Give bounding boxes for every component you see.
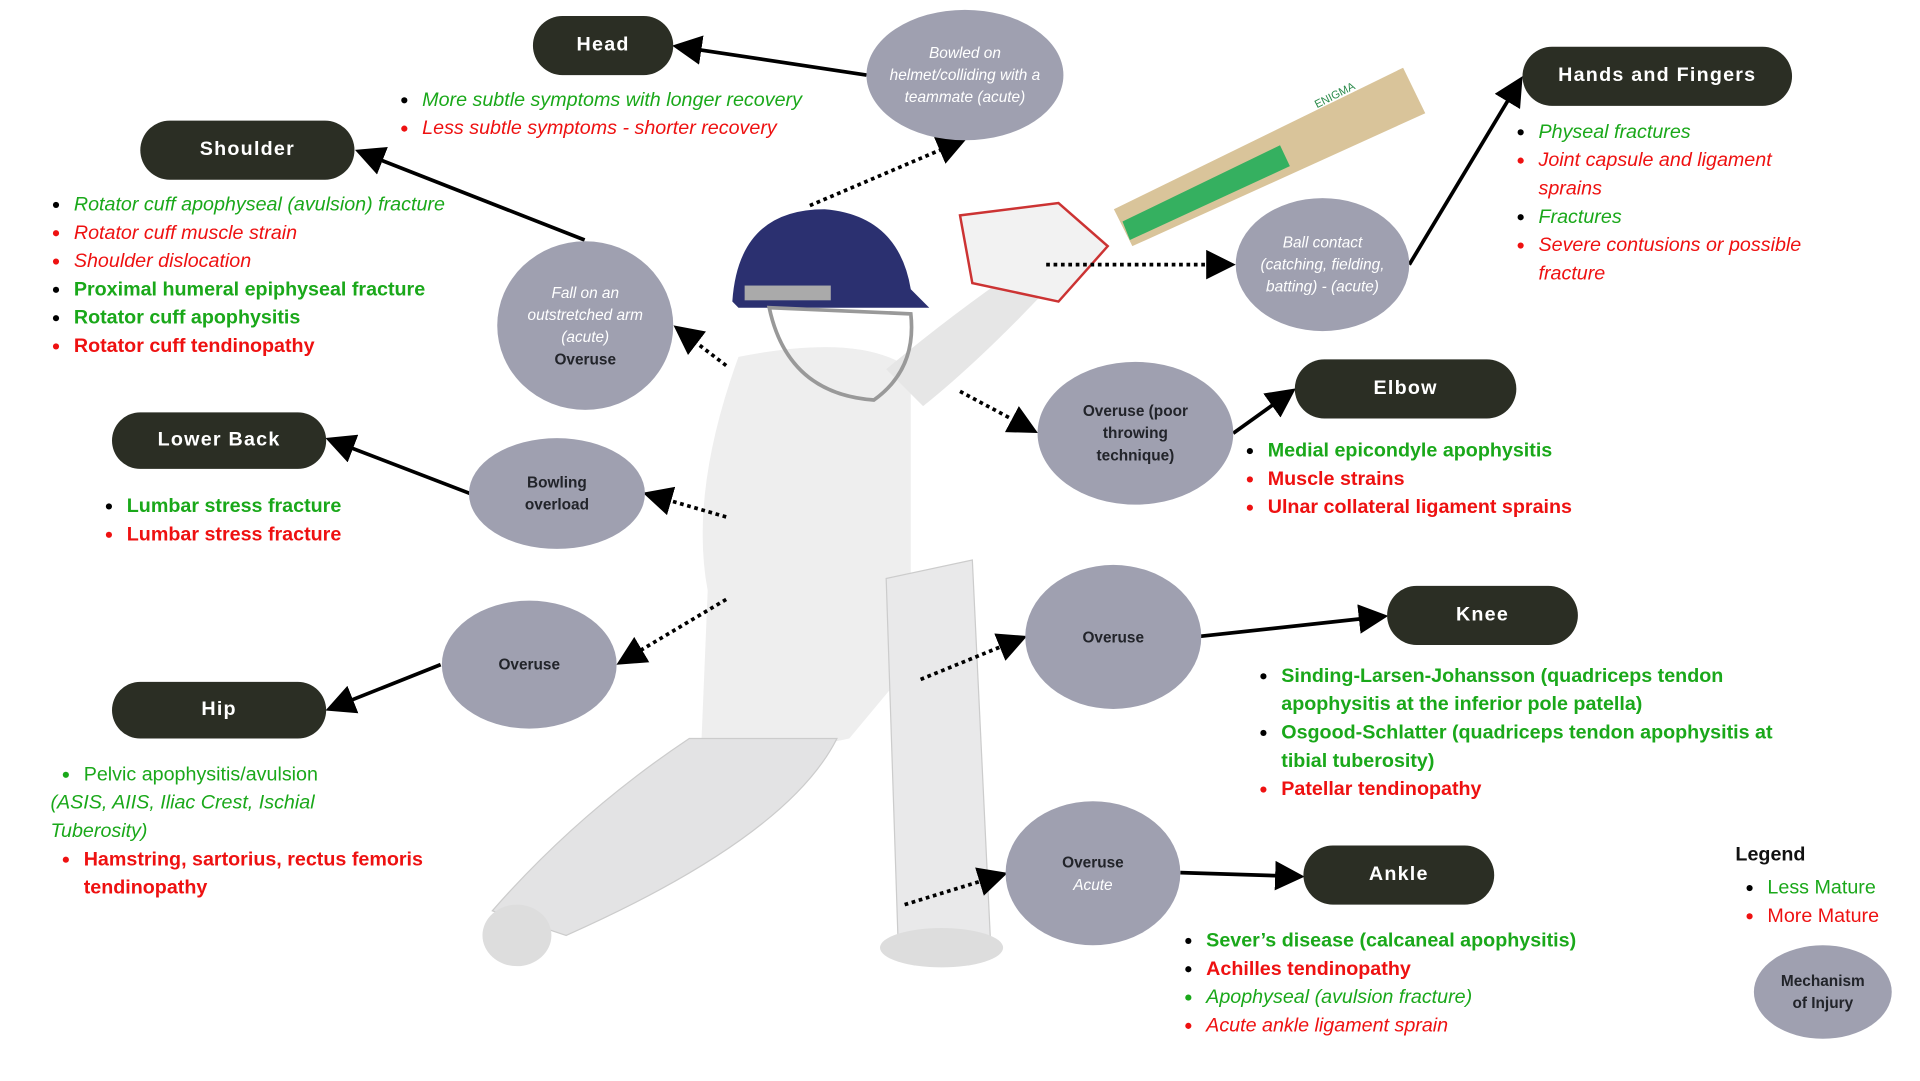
injury-item: Osgood-Schlatter (quadriceps tendon apop… [1259, 719, 1788, 776]
injury-item: Rotator cuff muscle strain [52, 219, 458, 247]
hip-note: (ASIS, AIIS, Iliac Crest, Ischial Tubero… [50, 792, 315, 842]
mechanism-text: Overuse (poor throwing technique) [1082, 402, 1188, 465]
legend-less-mature: Less Mature [1745, 874, 1917, 902]
injury-item: Sever’s disease (calcaneal apophysitis) [1184, 927, 1627, 955]
injury-item: Lumbar stress fracture [105, 521, 425, 549]
ankle-injury-list: Sever’s disease (calcaneal apophysitis)A… [1184, 927, 1627, 1040]
injury-item: Rotator cuff apophysitis [52, 304, 458, 332]
mechanism-elbow: Overuse (poor throwing technique) [1037, 361, 1234, 505]
injury-item: Fractures [1516, 203, 1824, 231]
legend-title: Legend [1735, 844, 1806, 866]
batsman-illustration: ENIGMA [482, 67, 1426, 968]
mechanism-text: Bowled on helmet/colliding with a teamma… [889, 44, 1041, 106]
mechanism-knee: Overuse [1025, 564, 1202, 709]
mechanism-text: Ball contact (catching, fielding, battin… [1260, 233, 1385, 296]
mechanism-text: Overuse [1082, 628, 1145, 646]
region-knee: Knee [1387, 585, 1578, 645]
legend: Less Mature More Mature [1745, 874, 1917, 931]
mechanism-text: Overuse [498, 656, 561, 674]
region-lower-back: Lower Back [112, 412, 327, 469]
injury-item: Pelvic apophysitis/avulsion [62, 761, 431, 789]
region-elbow: Elbow [1294, 359, 1517, 419]
mechanism-hands: Ball contact (catching, fielding, battin… [1235, 198, 1410, 332]
mechanism-text: Acute [1073, 875, 1113, 893]
injury-item: Muscle strains [1246, 465, 1640, 493]
knee-injury-list: Sinding-Larsen-Johansson (quadriceps ten… [1259, 662, 1788, 804]
injury-item: Ulnar collateral ligament sprains [1246, 494, 1640, 522]
region-hip: Hip [112, 681, 327, 739]
injury-item: Severe contusions or possible fracture [1516, 231, 1824, 288]
legend-mechanism-label: Mechanism of Injury [1780, 972, 1865, 1012]
head-injury-list: More subtle symptoms with longer recover… [400, 86, 892, 143]
shoulder-injury-list: Rotator cuff apophyseal (avulsion) fract… [52, 191, 458, 361]
hip-injury-list-2: Hamstring, sartorius, rectus femoris ten… [62, 846, 444, 903]
injury-item: Sinding-Larsen-Johansson (quadriceps ten… [1259, 662, 1788, 719]
injury-item: Rotator cuff apophyseal (avulsion) fract… [52, 191, 458, 219]
injury-item: Acute ankle ligament sprain [1184, 1012, 1627, 1040]
injury-item: Physeal fractures [1516, 118, 1824, 146]
mechanism-shoulder: Fall on an outstretched arm (acute) Overu… [497, 241, 674, 410]
injury-item: Hamstring, sartorius, rectus femoris ten… [62, 846, 444, 903]
injury-item: Joint capsule and ligament sprains [1516, 146, 1824, 203]
mechanism-head: Bowled on helmet/colliding with a teamma… [866, 9, 1064, 141]
region-head: Head [532, 16, 674, 76]
injury-item: Patellar tendinopathy [1259, 775, 1788, 803]
injury-item: Shoulder dislocation [52, 247, 458, 275]
mechanism-text: Overuse [554, 350, 617, 368]
injury-item: Rotator cuff tendinopathy [52, 332, 458, 360]
legend-mechanism: Mechanism of Injury [1753, 945, 1892, 1039]
injury-item: Achilles tendinopathy [1184, 955, 1627, 983]
injury-item: Lumbar stress fracture [105, 492, 425, 520]
mechanism-hip: Overuse [441, 600, 617, 729]
region-ankle: Ankle [1303, 845, 1495, 905]
injury-item: Proximal humeral epiphyseal fracture [52, 276, 458, 304]
region-hands-fingers: Hands and Fingers [1522, 46, 1793, 106]
legend-more-mature: More Mature [1745, 902, 1917, 930]
region-shoulder: Shoulder [140, 120, 355, 180]
mechanism-text: Fall on an outstretched arm (acute) [527, 283, 643, 346]
mechanism-text: Bowling overload [524, 473, 589, 514]
mechanism-lower-back: Bowling overload [468, 438, 645, 549]
injury-item: More subtle symptoms with longer recover… [400, 86, 892, 114]
hip-injury-list: Pelvic apophysitis/avulsion [62, 761, 431, 789]
mechanism-text: Overuse [1062, 853, 1124, 871]
injury-item: Apophyseal (avulsion fracture) [1184, 983, 1627, 1011]
injury-item: Less subtle symptoms - shorter recovery [400, 114, 892, 142]
injury-item: Medial epicondyle apophysitis [1246, 437, 1640, 465]
